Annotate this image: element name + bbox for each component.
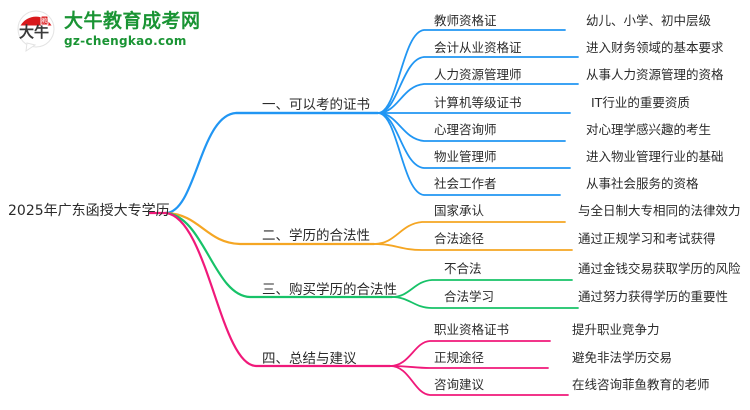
branch-4-label[interactable]: 四、总结与建议 <box>262 351 357 367</box>
branch-1-child-5-label[interactable]: 心理咨询师 <box>434 122 497 137</box>
branch-1-child-3-line <box>377 83 579 114</box>
branch-4-child-1-line <box>389 340 551 367</box>
branch-2-child-2-detail[interactable]: 通过正规学习和考试获得 <box>578 231 716 246</box>
branch-1-child-7-detail[interactable]: 从事社会服务的资格 <box>586 176 699 191</box>
branch-1-child-6-label[interactable]: 物业管理师 <box>434 149 497 164</box>
branch-3-child-1-detail[interactable]: 通过金钱交易获取学历的风险 <box>578 261 741 276</box>
branch-4-child-3-label[interactable]: 咨询建议 <box>434 377 485 392</box>
branch-3-child-1-label[interactable]: 不合法 <box>444 261 482 276</box>
branch-3-child-1-line <box>391 279 573 298</box>
branch-3-child-2-line <box>391 296 579 309</box>
branch-1-line <box>164 111 380 215</box>
branch-1-child-6-detail[interactable]: 进入物业管理行业的基础 <box>586 149 724 164</box>
branch-4-child-2-line <box>389 365 549 369</box>
svg-text:教: 教 <box>41 17 47 25</box>
branch-1-child-2-line <box>377 56 579 114</box>
branch-1-child-3-detail[interactable]: 从事人力资源管理的资格 <box>586 67 724 82</box>
branch-4-line <box>164 211 392 368</box>
branch-4-child-3-detail[interactable]: 在线咨询菲鱼教育的老师 <box>572 377 710 392</box>
logo-text-group: 大牛教育成考网 gz-chengkao.com <box>64 10 234 49</box>
logo-subtitle-domain: gz-chengkao.com <box>64 34 187 48</box>
branch-4-child-2-label[interactable]: 正规途径 <box>434 350 485 365</box>
branch-1-child-1-line <box>377 29 566 114</box>
branch-4-child-2-detail[interactable]: 避免非法学历交易 <box>572 350 673 365</box>
branch-2-child-2-label[interactable]: 合法途径 <box>434 231 485 246</box>
branch-2-line <box>164 211 376 246</box>
daniu-bubble-logo-icon: 大牛 教 <box>17 10 55 53</box>
site-logo: 大牛 教 大牛教育成考网 gz-chengkao.com <box>12 6 232 56</box>
branch-3-line <box>164 211 394 299</box>
branch-1-child-2-detail[interactable]: 进入财务领域的基本要求 <box>586 40 724 55</box>
branch-1-child-2-label[interactable]: 会计从业资格证 <box>434 40 522 55</box>
branch-1-child-4-label[interactable]: 计算机等级证书 <box>434 95 522 110</box>
branch-3-child-2-label[interactable]: 合法学习 <box>444 289 495 304</box>
branch-1-child-4-detail[interactable]: IT行业的重要资质 <box>591 95 690 110</box>
branch-1-child-7-label[interactable]: 社会工作者 <box>434 176 497 191</box>
branch-2-child-1-label[interactable]: 国家承认 <box>434 203 485 218</box>
branch-1-child-7-line <box>377 112 561 196</box>
branch-2-child-1-line <box>373 221 566 245</box>
branch-4-child-1-detail[interactable]: 提升职业竞争力 <box>572 322 660 337</box>
branch-1-child-1-detail[interactable]: 幼儿、小学、初中层级 <box>586 13 712 28</box>
branch-3-child-2-detail[interactable]: 通过努力获得学历的重要性 <box>578 289 729 304</box>
branch-2-label[interactable]: 二、学历的合法性 <box>262 228 370 244</box>
logo-title: 大牛教育成考网 <box>64 10 201 32</box>
svg-text:大牛: 大牛 <box>19 23 49 41</box>
branch-1-child-5-detail[interactable]: 对心理学感兴趣的考生 <box>586 122 712 137</box>
branch-1-child-1-label[interactable]: 教师资格证 <box>434 13 497 28</box>
branch-4-child-3-line <box>389 365 569 396</box>
branch-1-label[interactable]: 一、可以考的证书 <box>262 97 370 113</box>
branch-4-child-1-label[interactable]: 职业资格证书 <box>434 322 510 337</box>
branch-2-child-1-detail[interactable]: 与全日制大专相同的法律效力 <box>578 203 741 218</box>
branch-3-label[interactable]: 三、购买学历的合法性 <box>262 282 397 298</box>
branch-2-child-2-line <box>373 243 573 251</box>
root-node-label[interactable]: 2025年广东函授大专学历 <box>8 203 170 219</box>
branch-1-child-3-label[interactable]: 人力资源管理师 <box>434 67 522 82</box>
